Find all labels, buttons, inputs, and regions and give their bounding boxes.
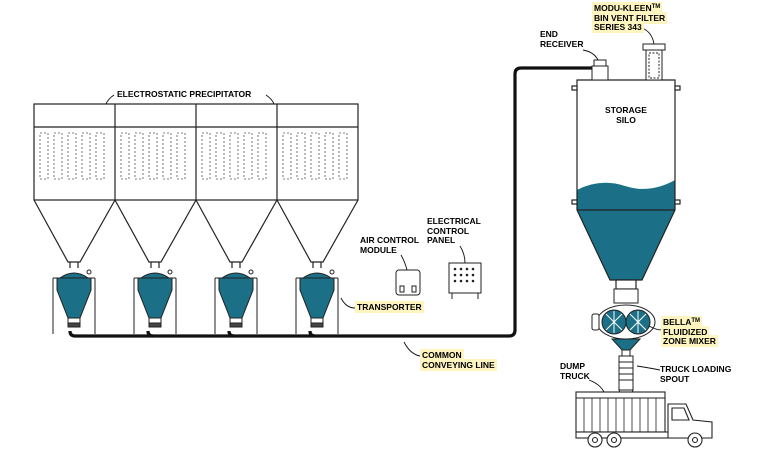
dump-truck-label: DUMP TRUCK <box>560 361 590 381</box>
electrostatic-precipitator <box>33 103 359 268</box>
transporter-vessel <box>214 269 258 334</box>
air-control-module-label: AIR CONTROL MODULE <box>360 235 420 255</box>
precipitator-label: ELECTROSTATIC PRECIPITATOR <box>117 89 252 99</box>
bin-vent-filter-label: MODU-KLEENTM BIN VENT FILTER SERIES 343 <box>592 2 668 33</box>
air-control-module <box>395 269 421 296</box>
truck-loading-spout-label: TRUCK LOADING SPOUT <box>660 364 732 384</box>
transporter-vessels <box>52 269 339 334</box>
dump-truck <box>575 391 713 448</box>
end-receiver <box>591 59 609 81</box>
collector-plates <box>39 132 348 180</box>
transporter-label: TRANSPORTER <box>355 301 424 313</box>
transporter-vessel <box>295 269 339 334</box>
conveying-line-label: COMMON CONVEYING LINE <box>420 349 497 371</box>
storage-silo-label: STORAGE SILO <box>605 105 647 125</box>
bella-mixer <box>591 288 656 357</box>
conveying-line <box>68 66 595 338</box>
bin-vent-filter <box>642 43 666 81</box>
transporter-vessel <box>133 269 177 334</box>
bella-mixer-label: BELLATM FLUIDIZED ZONE MIXER <box>661 316 718 347</box>
end-receiver-label: END RECEIVER <box>540 29 584 49</box>
storage-silo <box>571 79 681 290</box>
electrical-control-panel-label: ELECTRICAL CONTROL PANEL <box>427 216 481 245</box>
electrical-control-panel <box>448 262 482 299</box>
transporter-vessel <box>52 269 96 334</box>
